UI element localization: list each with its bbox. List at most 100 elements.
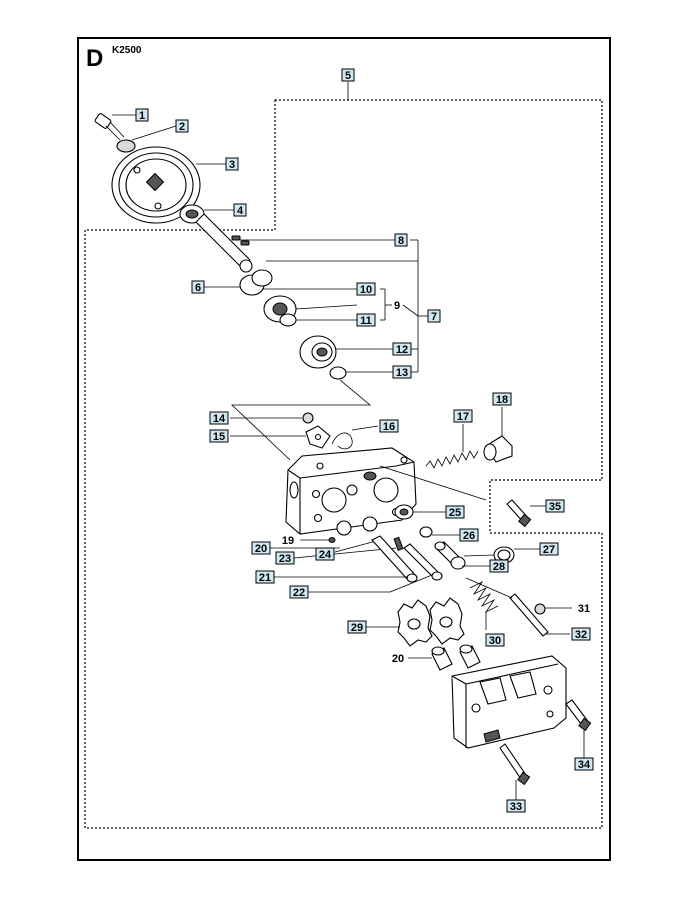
valve-part-25 [394,504,414,520]
svg-text:4: 4 [237,205,244,217]
svg-text:17: 17 [457,411,469,423]
svg-text:32: 32 [575,629,587,641]
callout-4: 4 [233,203,247,217]
callout-5: 5 [341,68,355,82]
callout-3: 3 [225,157,239,171]
svg-text:33: 33 [510,801,522,813]
bushing-part-24b [362,516,378,532]
bolt-part-34 [565,699,592,732]
svg-text:5: 5 [345,70,351,82]
svg-text:3: 3 [229,159,235,171]
pulley-part-3 [111,146,201,224]
svg-text:16: 16 [383,421,395,433]
callout-28: 28 [489,559,509,573]
svg-text:7: 7 [431,311,437,323]
diagram-frame [77,37,611,861]
callout-30: 30 [485,633,505,647]
gear-part-29b [429,597,465,645]
callout-29: 29 [347,620,367,634]
callout-9: 9 [394,300,400,312]
callout-27: 27 [539,542,559,556]
callout-1: 1 [135,108,149,122]
callout-16: 16 [379,419,399,433]
model-name: K2500 [112,45,142,56]
callout-12: 12 [392,342,412,356]
svg-text:11: 11 [360,315,372,327]
callout-19: 19 [282,535,294,547]
svg-text:20: 20 [255,543,267,555]
svg-text:23: 23 [279,553,291,565]
pin-part-19 [328,537,336,543]
piston-part-28 [434,541,466,570]
circlip-part-6b [251,269,273,287]
svg-text:14: 14 [213,413,226,425]
svg-text:30: 30 [489,635,501,647]
nut-part-31 [534,603,546,615]
svg-text:25: 25 [449,507,461,519]
gear-part-29a [397,599,433,647]
svg-text:26: 26 [463,530,475,542]
leader-16 [351,425,379,431]
callout-10: 10 [356,282,376,296]
section-letter: D [86,45,103,72]
callout-8: 8 [394,233,408,247]
svg-text:29: 29 [351,622,363,634]
clip-part-16 [331,432,353,450]
screw-part-1 [94,113,125,141]
svg-text:6: 6 [195,282,201,294]
ring-part-11 [279,313,297,327]
callout-35: 35 [545,499,565,513]
callout-24: 24 [315,547,335,561]
callout-23: 23 [275,551,295,565]
callout-25: 25 [445,505,465,519]
svg-text:24: 24 [319,549,332,561]
spring-part-17 [425,450,479,469]
cap-part-18 [483,435,513,463]
callout-14: 14 [209,411,229,425]
svg-text:19: 19 [282,535,294,547]
svg-text:35: 35 [549,501,561,513]
leader-23 [293,547,397,559]
kit-boundary [84,99,603,829]
svg-text:8: 8 [398,235,404,247]
bushing-part-24a [336,520,352,536]
callout-18: 18 [492,392,512,406]
callout-26: 26 [459,528,479,542]
svg-text:12: 12 [396,344,408,356]
svg-text:27: 27 [543,544,555,556]
svg-text:28: 28 [493,561,505,573]
shaft [195,213,253,273]
sleeve-part-20a [431,646,453,671]
spring-part-30 [469,580,499,614]
washer-part-2 [116,139,136,153]
svg-text:21: 21 [259,572,271,584]
bolt-part-33 [499,743,531,786]
nut-part-14 [302,412,314,424]
callout-7: 7 [427,309,441,323]
svg-text:34: 34 [578,759,591,771]
callout-15: 15 [209,429,229,443]
bolt-part-35 [506,499,532,528]
rod-part-32 [509,593,549,637]
bearing-part-12 [299,335,337,369]
callout-17: 17 [453,409,473,423]
callout-32: 32 [571,627,591,641]
svg-text:9: 9 [394,300,400,312]
callout-2: 2 [175,119,189,133]
callout-11: 11 [356,313,376,327]
key-part-8a [231,235,241,241]
leader-24 [334,539,381,553]
svg-text:10: 10 [360,284,372,296]
sleeve-part-20b [459,644,481,669]
washer-part-26 [419,526,433,538]
svg-text:31: 31 [578,603,590,615]
svg-text:1: 1 [139,110,145,122]
pin-part-23 [393,536,404,551]
callout-34: 34 [574,757,594,771]
callout-6: 6 [191,280,205,294]
svg-text:13: 13 [396,367,408,379]
callout-22: 22 [289,585,309,599]
svg-text:2: 2 [179,121,185,133]
pump-cover [451,655,567,749]
